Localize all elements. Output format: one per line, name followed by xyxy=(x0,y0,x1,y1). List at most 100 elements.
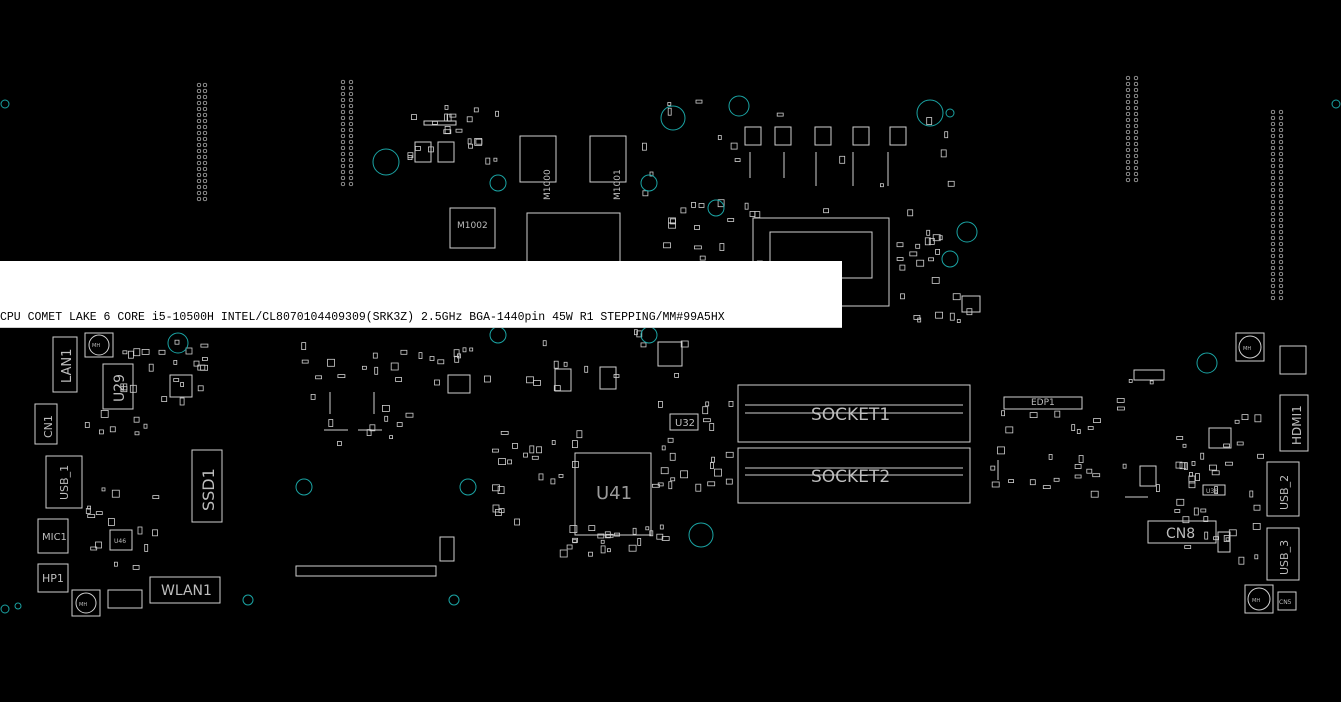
smd-pad xyxy=(85,508,91,514)
smd-pad xyxy=(1087,426,1094,430)
lan1-component[interactable] xyxy=(52,336,78,393)
smd-pad xyxy=(714,468,722,477)
ssd1-component[interactable] xyxy=(191,449,223,523)
smd-pad xyxy=(915,243,921,249)
smd-pad xyxy=(659,524,664,530)
pin-dot xyxy=(202,160,208,166)
smd-pad xyxy=(917,317,922,323)
smd-pad xyxy=(717,135,722,140)
usb2-label: USB_2 xyxy=(1278,475,1291,510)
pin-dot xyxy=(202,100,208,106)
pin-dot xyxy=(1270,181,1276,187)
u41-component[interactable] xyxy=(574,452,652,536)
smd-pad xyxy=(462,347,467,353)
hdmi1-label: HDMI1 xyxy=(1290,405,1304,445)
m1002-component[interactable] xyxy=(449,207,496,249)
usb1-label: USB_1 xyxy=(58,465,71,500)
smd-pad xyxy=(935,248,940,255)
pin-dot xyxy=(340,109,346,115)
smd-pad xyxy=(1253,504,1261,511)
pin-dot xyxy=(348,133,354,139)
pin-dot xyxy=(348,127,354,133)
u32-component[interactable] xyxy=(669,413,699,431)
cn5-component[interactable] xyxy=(1277,591,1297,611)
smd-pad xyxy=(95,511,103,516)
smd-pad xyxy=(114,561,118,567)
pin-dot xyxy=(1270,115,1276,121)
smd-pad xyxy=(776,112,784,117)
smd-pad xyxy=(694,245,702,250)
smd-pad xyxy=(990,465,996,471)
smd-pad xyxy=(1228,529,1237,537)
smd-pad xyxy=(1184,545,1192,549)
usb1-component[interactable] xyxy=(45,455,83,509)
pin-dot xyxy=(1125,75,1131,81)
smd-pad xyxy=(667,107,672,116)
cn8-component[interactable] xyxy=(1147,520,1217,544)
u29-component[interactable] xyxy=(102,363,134,410)
socket1-component[interactable] xyxy=(737,384,971,443)
smd-pad xyxy=(454,355,460,363)
pin-dot xyxy=(1270,121,1276,127)
smd-pad xyxy=(99,429,104,435)
pin-dot xyxy=(196,82,202,88)
smd-pad xyxy=(1122,463,1127,469)
smd-pad xyxy=(418,352,423,360)
smd-pad xyxy=(108,518,115,526)
usb3-component[interactable] xyxy=(1266,527,1300,581)
smd-pad xyxy=(1092,473,1101,478)
smd-pad xyxy=(1236,441,1244,446)
smd-pad xyxy=(940,149,947,158)
smd-pad xyxy=(1078,455,1084,463)
smd-pad xyxy=(127,350,134,359)
m1000-component[interactable] xyxy=(519,135,557,183)
smd-pad xyxy=(916,259,925,267)
smd-pad xyxy=(384,415,389,422)
smd-pad xyxy=(1223,535,1230,542)
smd-pad xyxy=(100,409,109,418)
smd-pad xyxy=(926,229,931,236)
pin-dot xyxy=(1278,217,1284,223)
pin-dot xyxy=(1278,235,1284,241)
u32-label: U32 xyxy=(675,418,695,429)
pin-dot xyxy=(1278,181,1284,187)
m1001-component[interactable] xyxy=(589,135,627,183)
hdmi1-component[interactable] xyxy=(1279,394,1309,452)
edp1-component[interactable] xyxy=(1003,396,1083,410)
mic1-component[interactable] xyxy=(37,518,69,554)
smd-pad xyxy=(1090,490,1099,498)
pin-dot xyxy=(196,160,202,166)
smd-pad xyxy=(566,544,573,550)
smd-pad xyxy=(315,375,323,380)
u46-component[interactable] xyxy=(109,529,133,551)
pin-dot xyxy=(1270,211,1276,217)
pin-dot xyxy=(1133,135,1139,141)
smd-pad xyxy=(1179,462,1187,470)
smd-pad xyxy=(588,551,593,557)
smd-pad xyxy=(173,378,180,382)
cn1-component[interactable] xyxy=(34,403,58,445)
smd-pad xyxy=(663,242,671,249)
pin-dot xyxy=(196,106,202,112)
pin-dot xyxy=(348,163,354,169)
smd-pad xyxy=(523,452,528,458)
smd-pad xyxy=(87,505,91,510)
smd-pad xyxy=(390,362,399,371)
u38-component[interactable] xyxy=(1202,484,1226,496)
smd-pad xyxy=(896,242,904,248)
smd-pad xyxy=(728,400,734,407)
smd-pad xyxy=(491,448,499,453)
pin-dot xyxy=(1270,205,1276,211)
hp1-component[interactable] xyxy=(37,563,69,593)
usb2-component[interactable] xyxy=(1266,461,1300,517)
pin-dot xyxy=(1270,187,1276,193)
socket2-component[interactable] xyxy=(737,447,971,504)
smd-pad xyxy=(1204,531,1209,540)
wlan1-component[interactable] xyxy=(149,576,221,604)
smd-pad xyxy=(634,329,638,336)
smd-pad xyxy=(1149,380,1154,385)
smd-components xyxy=(84,99,1264,570)
smd-pad xyxy=(301,359,309,364)
